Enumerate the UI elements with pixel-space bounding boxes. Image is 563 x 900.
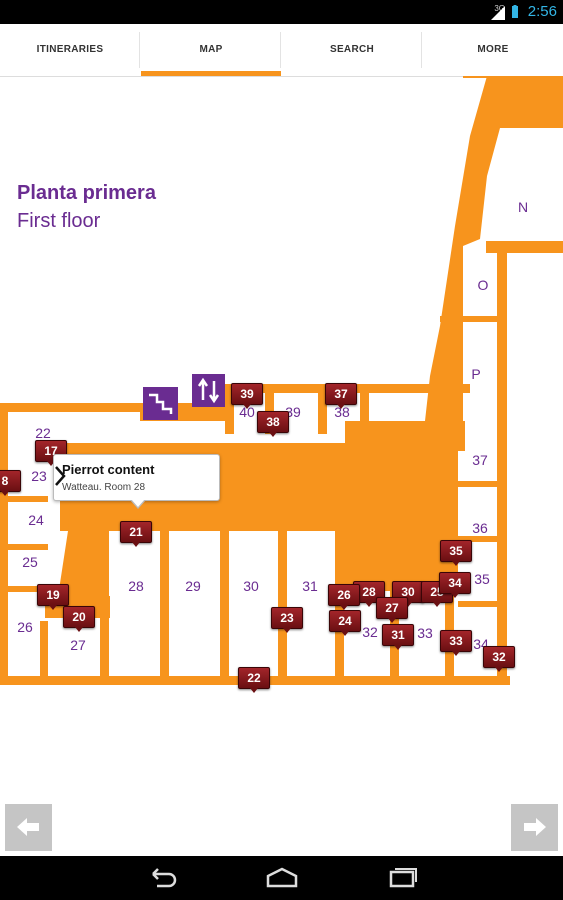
room-label: 29: [185, 578, 201, 594]
artwork-marker[interactable]: 32: [483, 646, 515, 672]
artwork-marker[interactable]: 27: [376, 597, 408, 623]
artwork-marker[interactable]: 24: [329, 610, 361, 636]
artwork-marker[interactable]: 23: [271, 607, 303, 633]
room-label: 26: [17, 619, 33, 635]
floor-map[interactable]: Planta primera First floor N O P 37 36 3…: [0, 76, 563, 800]
battery-icon: [512, 5, 518, 18]
artwork-marker[interactable]: 19: [37, 584, 69, 610]
room-label: N: [517, 199, 529, 215]
room-label: 27: [70, 637, 86, 653]
recents-icon[interactable]: [385, 866, 421, 890]
tab-bar: ITINERARIES MAP SEARCH MORE: [0, 24, 563, 77]
network-type: 3G: [494, 4, 505, 13]
tab-indicator: [141, 71, 281, 76]
artwork-marker[interactable]: 38: [257, 411, 289, 437]
chevron-right-icon[interactable]: [54, 465, 66, 487]
artwork-marker[interactable]: 22: [238, 667, 270, 693]
room-label: 36: [472, 520, 488, 536]
status-time: 2:56: [527, 3, 557, 20]
floor-subtitle: First floor: [17, 210, 101, 232]
room-label: 35: [474, 571, 490, 587]
artwork-marker[interactable]: 8: [0, 470, 21, 496]
room-label: 32: [362, 624, 378, 640]
artwork-marker[interactable]: 21: [120, 521, 152, 547]
next-button[interactable]: [511, 804, 558, 851]
artwork-marker[interactable]: 30: [392, 581, 424, 607]
room-label: 31: [302, 578, 318, 594]
popup-subtitle: Watteau. Room 28: [62, 482, 146, 493]
signal-icon: [491, 6, 505, 20]
stairs-icon[interactable]: [143, 387, 178, 420]
home-icon[interactable]: [264, 866, 300, 890]
artwork-marker[interactable]: 35: [440, 540, 472, 566]
prev-button[interactable]: [5, 804, 52, 851]
room-label: 22: [35, 425, 51, 441]
arrow-right-icon: [524, 818, 546, 836]
room-label: 37: [472, 452, 488, 468]
room-label: P: [471, 366, 481, 382]
artwork-marker[interactable]: 33: [440, 630, 472, 656]
artwork-marker[interactable]: 34: [439, 572, 471, 598]
artwork-marker[interactable]: 39: [231, 383, 263, 409]
room-label: 39: [285, 404, 301, 420]
artwork-marker[interactable]: 37: [325, 383, 357, 409]
tab-more[interactable]: MORE: [477, 44, 509, 55]
tab-search[interactable]: SEARCH: [282, 24, 422, 76]
room-label: 25: [22, 554, 38, 570]
room-label: 30: [243, 578, 259, 594]
room-label: 28: [128, 578, 144, 594]
popup-title: Pierrot content: [62, 462, 155, 477]
floor-title: Planta primera: [17, 182, 156, 204]
status-bar: 3G 2:56: [0, 0, 563, 24]
artwork-popup[interactable]: Pierrot content Watteau. Room 28: [53, 454, 220, 509]
room-label: 23: [31, 468, 47, 484]
elevator-icon[interactable]: [192, 374, 225, 407]
artwork-marker[interactable]: 31: [382, 624, 414, 650]
tab-map[interactable]: MAP: [141, 24, 281, 76]
artwork-marker[interactable]: 26: [328, 584, 360, 610]
back-icon[interactable]: [145, 866, 179, 890]
system-nav-bar: [0, 856, 563, 900]
room-label: 33: [417, 625, 433, 641]
room-label: 24: [28, 512, 44, 528]
arrow-left-icon: [17, 818, 39, 836]
room-label: O: [477, 277, 489, 293]
tab-itineraries[interactable]: ITINERARIES: [0, 24, 140, 76]
artwork-marker[interactable]: 20: [63, 606, 95, 632]
